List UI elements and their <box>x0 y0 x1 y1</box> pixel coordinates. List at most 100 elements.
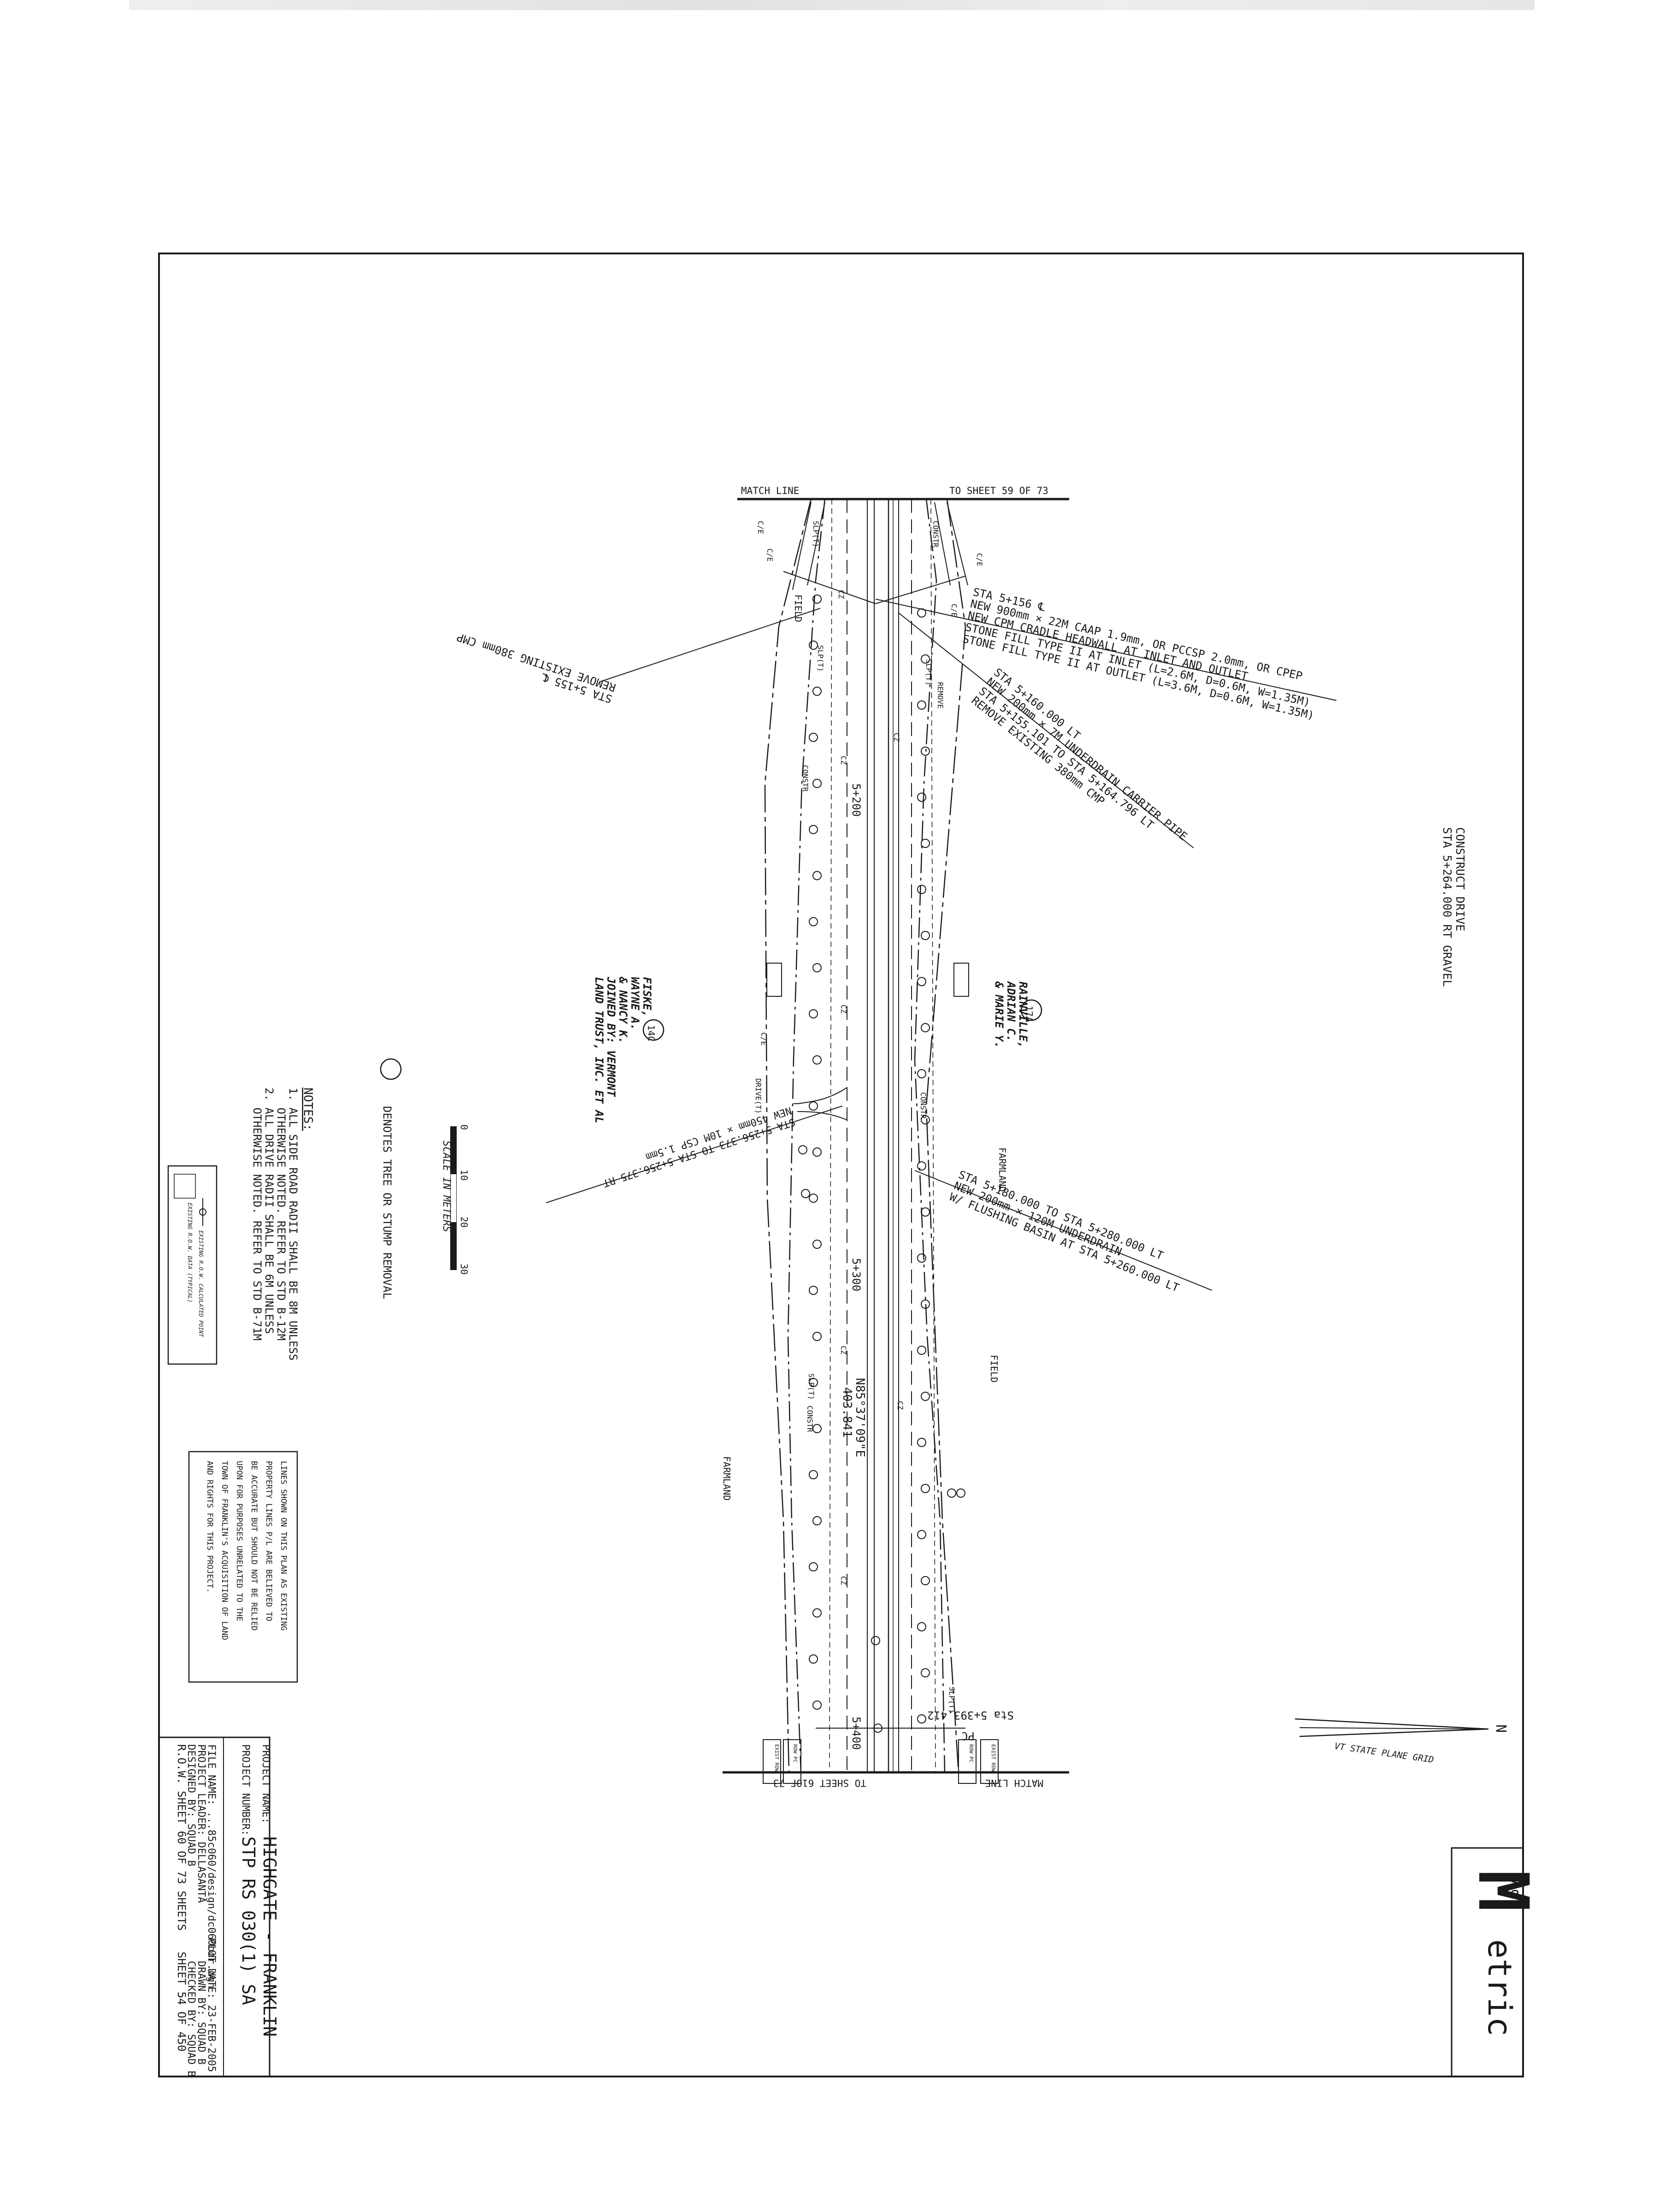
svg-text:CZ: CZ <box>839 1346 848 1355</box>
match-line-top: MATCH LINE TO SHEET 59 OF 73 <box>737 485 1069 500</box>
svg-text:FARMLAND: FARMLAND <box>997 1147 1008 1192</box>
tree-symbol <box>917 1161 926 1171</box>
svg-text:& NANCY K.: & NANCY K. <box>617 977 629 1044</box>
svg-text:SLP(T): SLP(T) <box>816 645 825 672</box>
row-legend: EXISTING R.O.W. CALCULATED POINT EXISTIN… <box>167 1165 218 1365</box>
svg-text:DESIGNED BY: SQUAD B: DESIGNED BY: SQUAD B <box>185 1744 197 1866</box>
svg-text:2. ALL DRIVE RADII SHALL BE 6M: 2. ALL DRIVE RADII SHALL BE 6M UNLESS <box>263 1088 276 1334</box>
svg-text:PROJECT LEADER: DELLASANTA: PROJECT LEADER: DELLASANTA <box>195 1744 207 1903</box>
svg-text:SLP(T): SLP(T) <box>807 1373 816 1400</box>
svg-text:NEW 200mm × 7M UNDERDRAIN CARR: NEW 200mm × 7M UNDERDRAIN CARRIER PIPE <box>984 675 1190 843</box>
tree-symbol <box>812 871 822 880</box>
tree-symbol <box>809 825 818 834</box>
match-line-top-left: MATCH LINE <box>741 485 799 496</box>
tree-symbol <box>812 1147 822 1157</box>
svg-text:& MARIE Y.: & MARIE Y. <box>993 981 1006 1048</box>
svg-text:5+200: 5+200 <box>850 783 863 817</box>
parcel-17a: 17A RAINVILLE, ADRIAN C. & MARIE Y. <box>993 981 1042 1048</box>
tree-symbol <box>917 793 926 802</box>
svg-text:CONSTR: CONSTR <box>806 1406 814 1432</box>
svg-text:C/E: C/E <box>765 548 774 562</box>
roadway <box>764 499 968 1773</box>
svg-text:CONSTRUCT DRIVE: CONSTRUCT DRIVE <box>1453 827 1467 931</box>
tree-symbol <box>801 1189 810 1198</box>
svg-text:SLP(T): SLP(T) <box>812 521 820 547</box>
tree-symbol <box>812 779 822 788</box>
match-line-top-right: TO SHEET 59 OF 73 <box>949 485 1048 496</box>
tree-symbol <box>812 1332 822 1341</box>
svg-text:ROW PC: ROW PC <box>792 1744 798 1763</box>
svg-text:20: 20 <box>459 1217 470 1228</box>
svg-text:SLP(T): SLP(T) <box>947 1687 956 1713</box>
logo-block: M VAOT etric <box>1451 1847 1543 2077</box>
svg-text:CZ: CZ <box>896 1401 905 1410</box>
tree-symbol <box>921 1668 930 1677</box>
svg-text:FISKE,: FISKE, <box>641 977 653 1017</box>
logo-brand-word: etric <box>1481 1939 1518 2036</box>
scale-bar: 0 10 20 30 SCALE IN METERS <box>441 1124 470 1275</box>
tree-symbol <box>812 1516 822 1525</box>
tree-symbol <box>812 963 822 972</box>
tree-symbol <box>917 1438 926 1447</box>
svg-text:NEW 200mm × 120M UNDERDRAIN: NEW 200mm × 120M UNDERDRAIN <box>952 1179 1124 1259</box>
tree-symbol <box>809 1286 818 1295</box>
svg-text:STA 5+155.101 TO STA 5+164.796: STA 5+155.101 TO STA 5+164.796 LT <box>977 684 1156 831</box>
tree-symbols <box>798 594 965 1733</box>
tree-symbol <box>812 1700 822 1710</box>
svg-text:LINES SHOWN ON THIS PLAN AS EX: LINES SHOWN ON THIS PLAN AS EXISTING <box>279 1461 288 1630</box>
title-block: PROJECT NAME: HIGHGATE - FRANKLIN PROJEC… <box>158 1736 280 2077</box>
match-line-bottom: TO SHEET 61OF 73 MATCH LINE <box>723 1771 1069 1788</box>
svg-text:14C: 14C <box>646 1025 657 1041</box>
svg-text:CHECKED BY: SQUAD B: CHECKED BY: SQUAD B <box>185 1961 197 2077</box>
svg-text:TOWN OF FRANKLIN'S ACQUISITION: TOWN OF FRANKLIN'S ACQUISITION OF LAND <box>220 1461 229 1640</box>
svg-text:CONSTR: CONSTR <box>801 765 810 792</box>
svg-text:REMOVE EXISTING 380mm CMP: REMOVE EXISTING 380mm CMP <box>455 630 618 694</box>
svg-text:CZ: CZ <box>892 733 901 742</box>
tree-symbol <box>809 1009 818 1018</box>
tree-symbol <box>809 733 818 742</box>
svg-text:R.O.W. SHEET 60 OF 73 SHEETS: R.O.W. SHEET 60 OF 73 SHEETS <box>175 1744 188 1931</box>
svg-text:PROJECT NAME:: PROJECT NAME: <box>260 1744 271 1824</box>
logo-sub: VAOT <box>1509 1878 1520 1900</box>
tree-symbol <box>798 1145 807 1154</box>
svg-text:BE ACCURATE BUT SHOULD NOT BE: BE ACCURATE BUT SHOULD NOT BE RELIED <box>249 1461 259 1630</box>
tree-symbol <box>809 917 818 926</box>
svg-text:REMOVE: REMOVE <box>936 682 945 709</box>
svg-text:C/E: C/E <box>950 604 959 617</box>
tree-symbol <box>917 1530 926 1539</box>
tree-symbol <box>809 1101 818 1111</box>
tree-symbol <box>921 839 930 848</box>
svg-text:FIELD: FIELD <box>793 594 804 622</box>
svg-text:CZ: CZ <box>839 1576 848 1585</box>
tree-symbol <box>917 700 926 710</box>
underdrain-carrier-callout: STA 5+160.000 LT NEW 200mm × 7M UNDERDRA… <box>969 666 1190 843</box>
svg-text:WAYNE A.: WAYNE A. <box>629 977 641 1030</box>
svg-text:DRAWN BY: SQUAD B: DRAWN BY: SQUAD B <box>195 1961 207 2065</box>
svg-text:N85°37'09"E: N85°37'09"E <box>853 1378 867 1457</box>
svg-text:LAND TRUST, INC. ET AL: LAND TRUST, INC. ET AL <box>593 977 606 1124</box>
tree-symbol <box>917 977 926 986</box>
svg-text:17A: 17A <box>1024 1006 1035 1022</box>
remove-cmp-callout: STA 5+155 ℄ REMOVE EXISTING 380mm CMP <box>455 630 618 706</box>
svg-text:C/E: C/E <box>756 521 765 534</box>
bearing-label: N85°37'09"E 403.841 <box>840 1378 867 1457</box>
svg-text:0: 0 <box>459 1124 470 1130</box>
tree-symbol <box>917 1622 926 1631</box>
tree-symbol <box>809 1562 818 1571</box>
tree-symbol <box>809 1654 818 1664</box>
tree-symbol <box>917 1253 926 1263</box>
tree-symbol <box>917 1346 926 1355</box>
sheet-border <box>158 253 1524 2077</box>
tree-symbol <box>812 594 822 604</box>
tree-symbol <box>812 687 822 696</box>
svg-text:SHEET 54 OF 450: SHEET 54 OF 450 <box>175 1952 188 2052</box>
svg-text:SLP(T): SLP(T) <box>924 659 933 686</box>
tree-symbol <box>917 1069 926 1078</box>
svg-text:10: 10 <box>459 1170 470 1181</box>
tree-symbol <box>921 1484 930 1493</box>
north-letter: N <box>1493 1724 1509 1733</box>
scan-artifact <box>129 0 1535 10</box>
disclaimer: LINES SHOWN ON THIS PLAN AS EXISTING PRO… <box>188 1451 298 1683</box>
svg-text:RAINVILLE,: RAINVILLE, <box>1017 982 1030 1048</box>
tree-symbol <box>921 747 930 756</box>
